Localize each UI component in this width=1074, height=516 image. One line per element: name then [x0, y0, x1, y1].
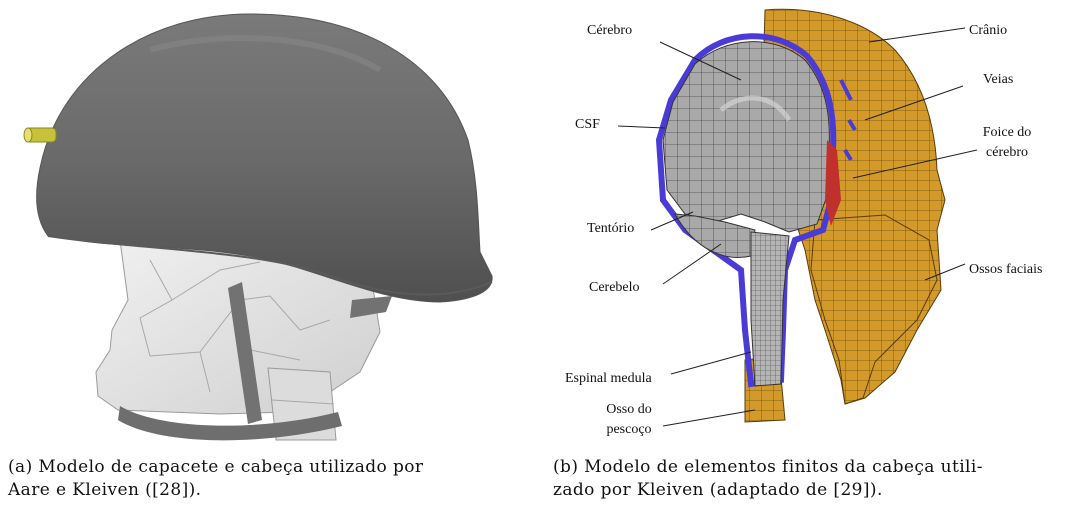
figure-b: Cérebro CSF Tentório Cerebelo Espinal me… [545, 0, 1074, 516]
label-cerebro: Cérebro [587, 23, 632, 39]
label-osso-pescoco-line1: Osso do [597, 402, 661, 418]
label-ossos-faciais: Ossos faciais [969, 262, 1043, 278]
helmet-head-model-image [0, 0, 520, 450]
caption-b-line1: (b) Modelo de elementos finitos da cabeç… [553, 456, 983, 478]
label-espinal-medula: Espinal medula [565, 371, 652, 387]
figure-a: (a) Modelo de capacete e cabeça utilizad… [0, 0, 520, 516]
label-cranio: Crânio [969, 23, 1007, 39]
caption-a-line2: Aare e Kleiven ([28]). [8, 479, 201, 501]
caption-b-line2: zado por Kleiven (adaptado de [29]). [553, 479, 883, 501]
caption-a-line1: (a) Modelo de capacete e cabeça utilizad… [8, 456, 423, 478]
label-csf: CSF [575, 117, 600, 133]
label-veias: Veias [983, 72, 1013, 88]
label-foice-line1: Foice do [975, 125, 1039, 141]
label-tentorio: Tentório [587, 221, 634, 237]
label-osso-pescoco-line2: pescoço [597, 422, 661, 438]
label-cerebelo: Cerebelo [589, 280, 640, 296]
label-foice-line2: cérebro [975, 145, 1039, 161]
